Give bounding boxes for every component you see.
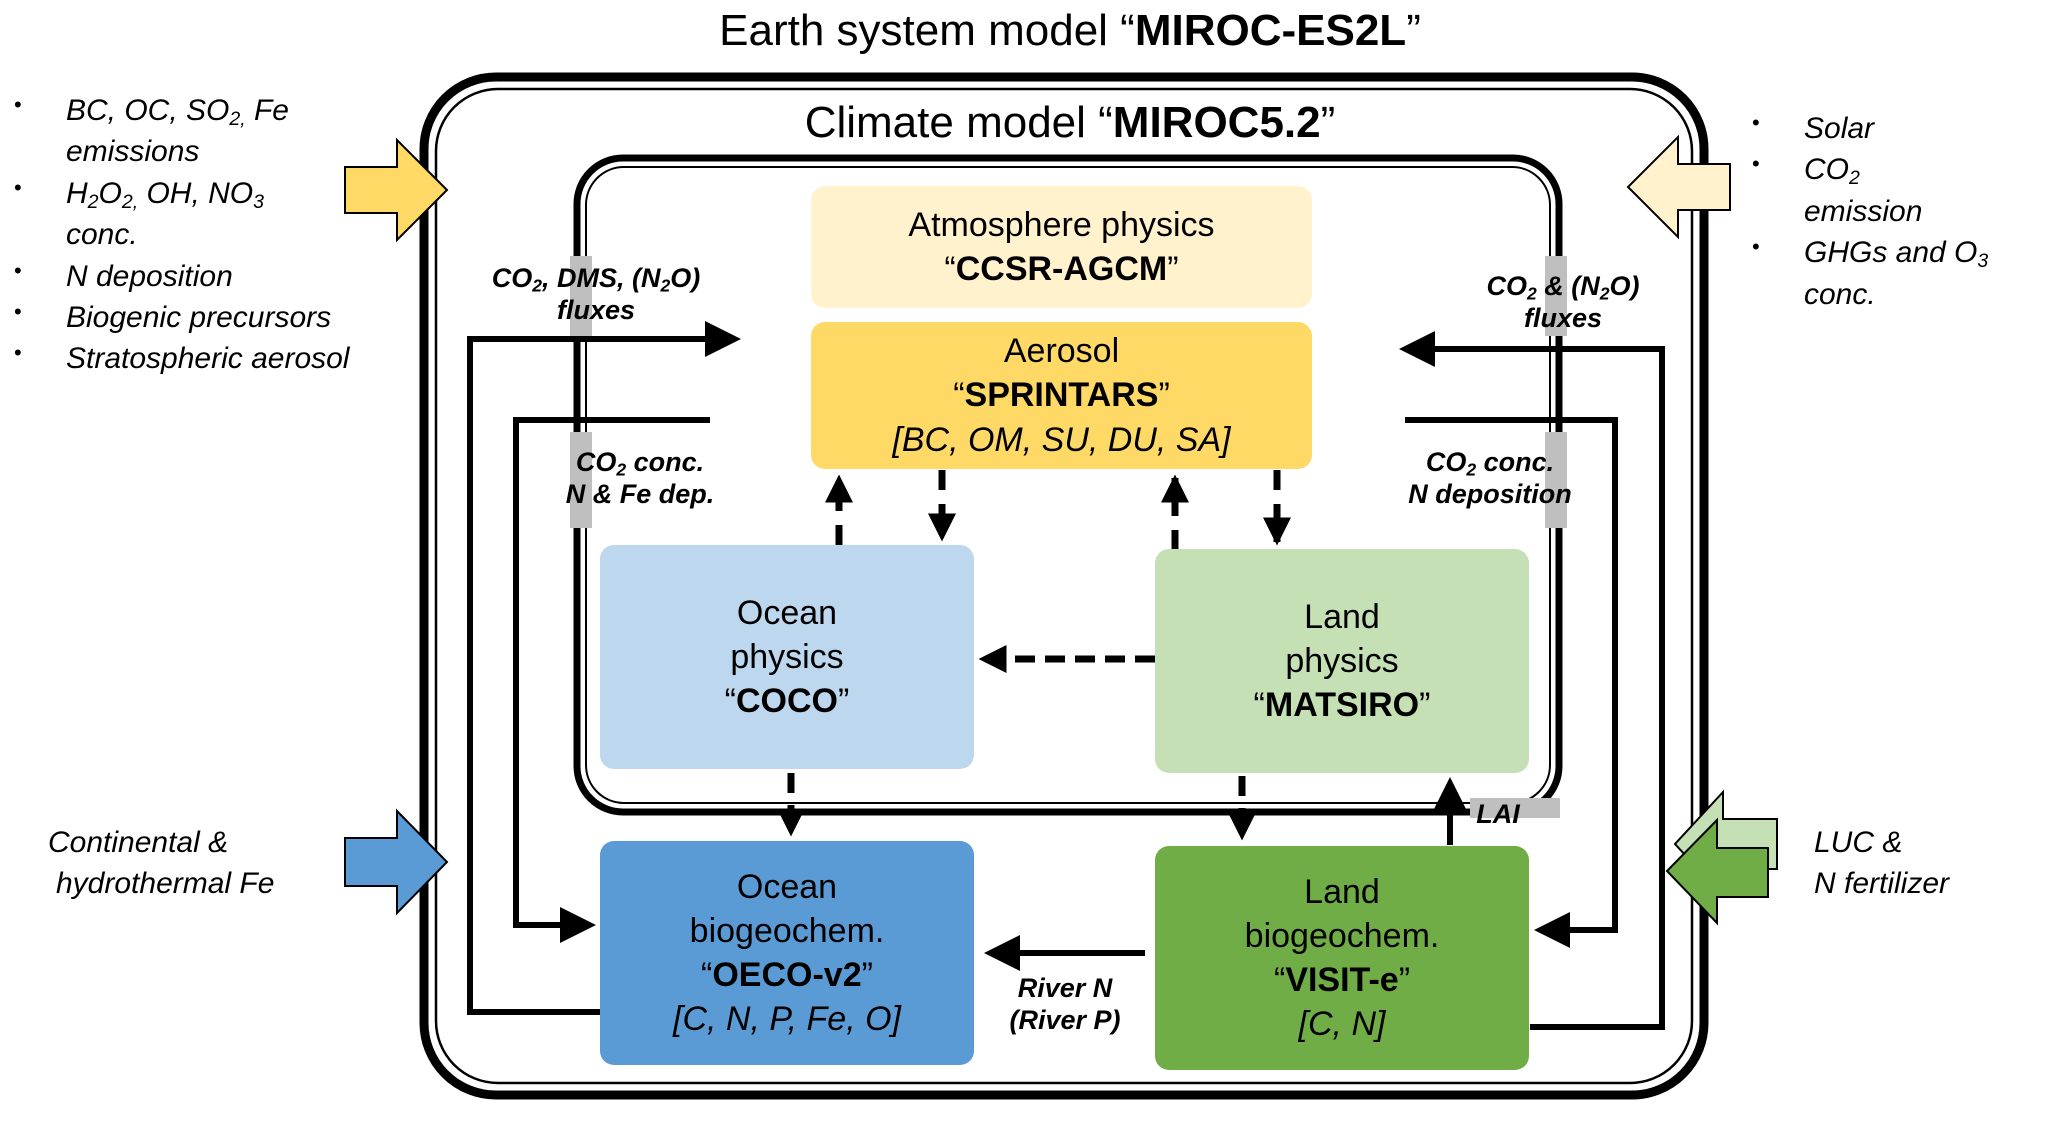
land-flux-line	[1399, 331, 1665, 1030]
ocean-deposition-label: CO2 conc. N & Fe dep.	[565, 447, 715, 510]
aerosol-species: [BC, OM, SU, DU, SA]	[892, 420, 1231, 459]
ocean-iron-label: Continental & hydrothermal Fe	[48, 826, 275, 901]
atmosphere-label: Atmosphere physics	[908, 205, 1215, 244]
land-use-label: LUC & N fertilizer	[1814, 826, 1950, 901]
ocean-flux-label: CO2, DMS, (N2O) fluxes	[491, 263, 701, 326]
land-dep-line	[1405, 417, 1618, 948]
ocean-biogeochem-box: Ocean biogeochem. “OECO-v2” [C, N, P, Fe…	[600, 841, 974, 1065]
aerosol-model-name: SPRINTARS	[964, 376, 1159, 415]
ocean-dep-line	[513, 417, 710, 943]
land-flux-label: CO2 & (N2O) fluxes	[1486, 271, 1640, 334]
ocean-physics-box: Ocean physics “COCO”	[600, 545, 974, 769]
climate-name: MIROC5.2	[1112, 98, 1321, 147]
ocean-bgc-model-name: OECO-v2	[712, 956, 862, 994]
list-item: Stratospheric aerosol	[8, 338, 408, 379]
river-label: River N (River P)	[1009, 973, 1121, 1036]
lai-label: LAI	[1476, 799, 1520, 829]
esm-frame-outer	[419, 72, 1709, 1100]
ocean-bgc-species: [C, N, P, Fe, O]	[673, 1000, 901, 1039]
list-item: Solar	[1746, 108, 2066, 149]
esm-title: Earth system model “MIROC-ES2L”	[719, 6, 1421, 55]
land-bgc-species: [C, N]	[1298, 1005, 1386, 1044]
aerosol-box: Aerosol “SPRINTARS” [BC, OM, SU, DU, SA]	[811, 322, 1312, 469]
ocean-physics-model-name: COCO	[736, 682, 838, 721]
ocean-iron-arrow	[344, 808, 449, 916]
land-physics-box: Land physics “MATSIRO”	[1155, 549, 1529, 773]
ocean-flux-line	[467, 321, 741, 1015]
aerosol-label: Aerosol	[1003, 332, 1120, 371]
land-physics-model-name: MATSIRO	[1264, 686, 1420, 725]
land-use-arrow	[1665, 817, 1769, 926]
esm-name: MIROC-ES2L	[1134, 6, 1407, 55]
list-item: Biogenic precursors	[8, 297, 408, 338]
esm-frame-inner	[434, 87, 1694, 1085]
right-forcing-arrow	[1626, 134, 1731, 240]
land-biogeochem-box: Land biogeochem. “VISIT-e” [C, N]	[1155, 846, 1529, 1070]
atmosphere-physics-box: Atmosphere physics “CCSR-AGCM”	[811, 186, 1312, 308]
list-item: N deposition	[8, 256, 408, 297]
atmosphere-model-name: CCSR-AGCM	[955, 250, 1168, 288]
land-bgc-model-name: VISIT-e	[1285, 961, 1399, 999]
land-deposition-label: CO2 conc. N deposition	[1408, 447, 1572, 510]
climate-title: Climate model “MIROC5.2”	[804, 98, 1336, 147]
